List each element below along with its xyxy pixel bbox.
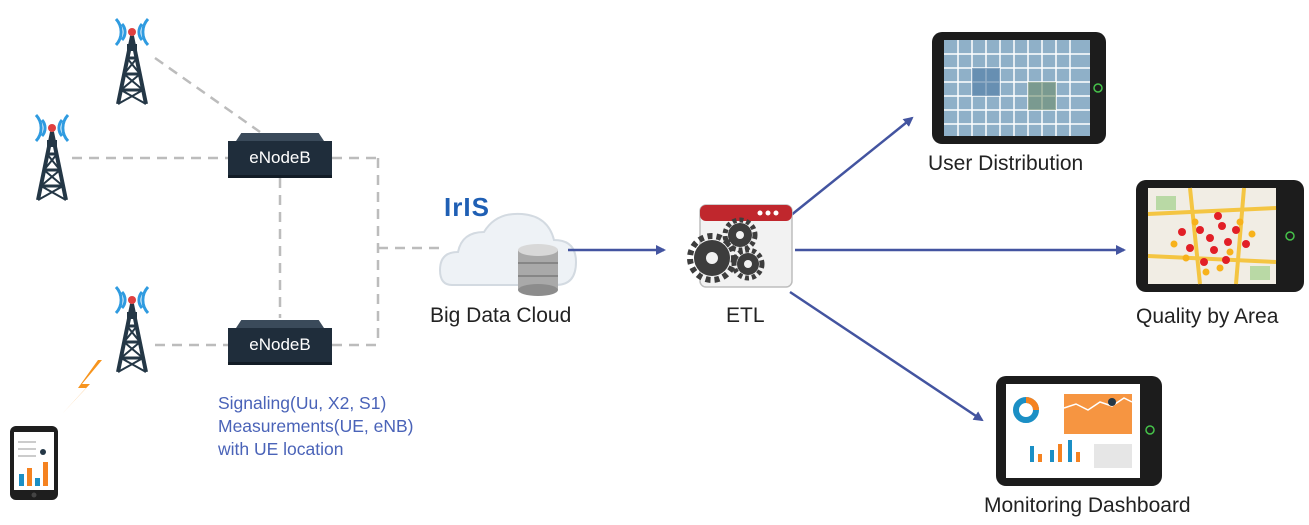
database-icon (518, 244, 558, 296)
dashed-links (72, 56, 440, 347)
big-data-cloud-label: Big Data Cloud (430, 304, 572, 327)
lightning-icon (62, 360, 102, 414)
enodeb-box-top: eNodeB (228, 141, 332, 175)
signaling-line-3: with UE location (218, 439, 344, 459)
signaling-line-1: Signaling(Uu, X2, S1) (218, 393, 387, 413)
flow-arrows (568, 116, 1126, 422)
enodeb-box-bottom: eNodeB (228, 328, 332, 362)
signaling-note: Signaling(Uu, X2, S1) Measurements(UE, e… (218, 392, 413, 461)
cell-tower-icon (114, 285, 150, 374)
tablet-icon (1136, 180, 1304, 292)
etl-label: ETL (726, 304, 765, 327)
tablet-icon (996, 376, 1162, 486)
quality-by-area-label: Quality by Area (1136, 305, 1279, 328)
signaling-line-2: Measurements(UE, eNB) (218, 416, 414, 436)
monitoring-dashboard-label: Monitoring Dashboard (984, 494, 1191, 517)
iris-logo: IrIS (444, 192, 490, 222)
enodeb-label: eNodeB (249, 335, 311, 354)
enodeb-label: eNodeB (249, 148, 311, 167)
tablet-icon (932, 32, 1106, 144)
cell-tower-icon (114, 17, 150, 106)
gears-icon (687, 204, 793, 288)
cell-tower-icon (34, 113, 70, 202)
smartphone-icon (10, 426, 58, 500)
user-distribution-label: User Distribution (928, 152, 1084, 175)
